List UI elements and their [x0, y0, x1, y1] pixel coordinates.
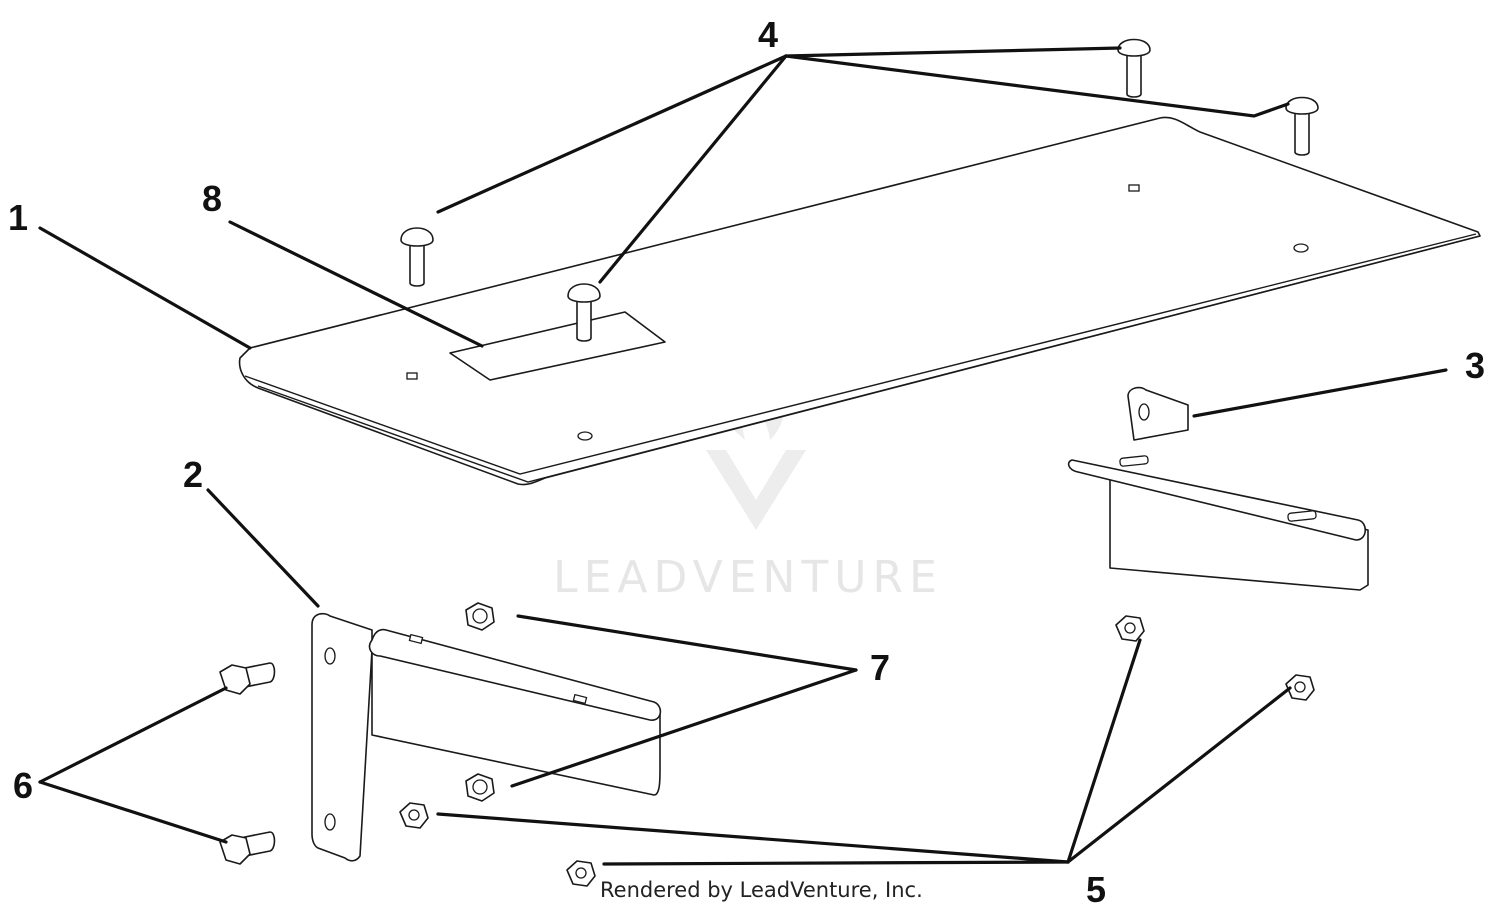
callout-1: 1 — [8, 197, 28, 238]
flange-nut-part-5 — [1115, 615, 1145, 642]
bracket-hole — [324, 647, 336, 665]
hex-bolt-part-6 — [219, 662, 276, 695]
plate-part-1 — [238, 116, 1481, 486]
callout-3: 3 — [1465, 345, 1485, 386]
flange-nut-part-5 — [566, 860, 596, 887]
leader-4 — [598, 54, 788, 284]
leader-4 — [784, 54, 1290, 118]
carriage-bolt-part-4 — [567, 283, 601, 342]
plate-slot — [1128, 184, 1140, 192]
leader-4 — [436, 54, 788, 214]
leader-1 — [38, 226, 252, 350]
leader-7 — [516, 614, 858, 672]
plate-hole — [577, 431, 593, 441]
plate-hole — [1293, 243, 1309, 253]
bracket-hole — [324, 813, 336, 831]
callout-7: 7 — [870, 647, 890, 688]
nut-part-7 — [465, 602, 495, 631]
leader-6 — [38, 780, 228, 844]
flange-nut-part-5 — [399, 802, 429, 829]
bracket-slot — [408, 633, 424, 645]
flange-nut-part-5 — [1285, 674, 1315, 701]
leader-3 — [1192, 368, 1448, 418]
bracket-hole — [1138, 403, 1150, 421]
right-bracket-part-3 — [1067, 386, 1369, 591]
callout-6: 6 — [13, 765, 33, 806]
callout-numbers: 1 2 3 4 5 6 7 8 — [8, 14, 1485, 910]
carriage-bolt-part-4 — [1285, 96, 1319, 156]
leader-2 — [206, 488, 320, 608]
nut-part-7 — [465, 773, 495, 802]
leader-5 — [1066, 686, 1292, 864]
left-bracket-part-2 — [311, 612, 662, 862]
callout-5: 5 — [1086, 869, 1106, 910]
hex-bolt-part-6 — [219, 831, 276, 865]
watermark-brand-text: LEADVENTURE — [553, 552, 943, 603]
leader-5 — [1066, 638, 1142, 864]
carriage-bolt-part-4 — [400, 227, 434, 287]
leader-4 — [784, 46, 1122, 58]
callout-2: 2 — [183, 454, 203, 495]
callout-8: 8 — [202, 178, 222, 219]
leader-6 — [38, 686, 228, 784]
bracket-slot — [1287, 510, 1317, 522]
bracket-slot — [572, 693, 588, 705]
bracket-slot — [1119, 455, 1149, 467]
callout-4: 4 — [758, 14, 778, 55]
leader-8 — [228, 220, 484, 348]
plate-slot — [406, 372, 418, 380]
carriage-bolt-part-4 — [1117, 38, 1151, 98]
decal-part-8 — [449, 311, 666, 381]
leader-5 — [436, 812, 1070, 864]
leader-lines — [38, 46, 1448, 866]
leader-7 — [510, 668, 858, 788]
leader-5 — [602, 860, 1070, 866]
render-credit-text: Rendered by LeadVenture, Inc. — [600, 878, 923, 902]
